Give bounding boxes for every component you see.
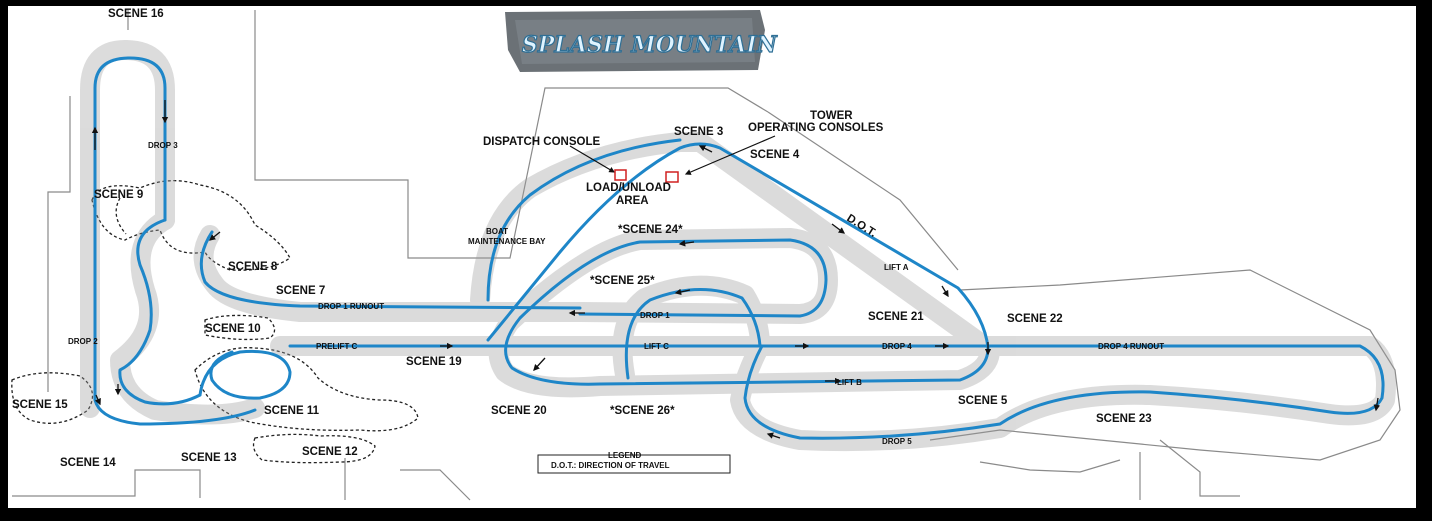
tower-console-marker — [665, 171, 679, 183]
lift-c-label: LIFT C — [644, 342, 669, 351]
scene-11-label: SCENE 11 — [264, 405, 320, 417]
legend-entry: D.O.T.: DIRECTION OF TRAVEL — [551, 461, 670, 470]
building-outlines — [12, 10, 1401, 501]
legend: LEGEND D.O.T.: DIRECTION OF TRAVEL — [537, 451, 731, 474]
direction-arrows — [91, 100, 1381, 439]
scene-21-label: SCENE 21 — [868, 311, 924, 323]
dispatch-console-marker — [614, 169, 627, 181]
scene-23-label: SCENE 23 — [1096, 413, 1152, 425]
map-frame — [8, 6, 1416, 508]
tower-label: TOWER — [810, 110, 853, 122]
scene-25-label: *SCENE 25* — [590, 275, 655, 287]
drop1-track — [504, 238, 828, 386]
boat-label: BOAT — [486, 227, 508, 236]
scene-26-label: *SCENE 26* — [610, 405, 675, 417]
scene-7-label: SCENE 7 — [276, 285, 325, 297]
scene-4-label: SCENE 4 — [750, 149, 800, 161]
legend-title: LEGEND — [608, 451, 642, 460]
drop-4-runout-label: DROP 4 RUNOUT — [1098, 342, 1164, 351]
leader-lines — [569, 135, 776, 175]
drop-5-label: DROP 5 — [882, 437, 912, 446]
prelift-c-label: PRELIFT C — [316, 342, 358, 351]
scene-9-label: SCENE 9 — [94, 189, 143, 201]
scene-3-label: SCENE 3 — [674, 126, 723, 138]
scene-19-label: SCENE 19 — [406, 356, 462, 368]
drop-4-label: DROP 4 — [882, 342, 912, 351]
scene-12-label: SCENE 12 — [302, 446, 358, 458]
scene-15-label: SCENE 15 — [12, 399, 68, 411]
scene-16-label: SCENE 16 — [108, 8, 164, 20]
load-area-label: AREA — [616, 195, 649, 207]
lift-b-label: LIFT B — [837, 378, 862, 387]
scene-10-label: SCENE 10 — [205, 323, 261, 335]
scene9-track — [118, 218, 202, 406]
scene-labels: SCENE 16 SCENE 3 SCENE 4 SCENE 9 SCENE 8… — [12, 8, 1152, 469]
scene-8-label: SCENE 8 — [228, 261, 278, 273]
scene-14-label: SCENE 14 — [60, 457, 116, 469]
drop-1-label: DROP 1 — [640, 311, 670, 320]
scene-24-label: *SCENE 24* — [618, 224, 683, 236]
splash-mountain-logo: SPLASH MOUNTAIN — [505, 10, 778, 72]
lifta-track — [486, 142, 990, 350]
scene-13-label: SCENE 13 — [181, 452, 237, 464]
drop-1-runout-label: DROP 1 RUNOUT — [318, 302, 384, 311]
tower-consoles-label: OPERATING CONSOLES — [748, 122, 884, 134]
dot-label: D.O.T. — [844, 212, 878, 239]
scene-5-label: SCENE 5 — [958, 395, 1008, 407]
load-unload-label: LOAD/UNLOAD — [586, 182, 671, 194]
scene-22-label: SCENE 22 — [1007, 313, 1063, 325]
drop-2-label: DROP 2 — [68, 337, 98, 346]
load-track — [486, 138, 682, 302]
logo-text: SPLASH MOUNTAIN — [522, 32, 778, 58]
scene11-track — [198, 349, 292, 400]
feature-labels: DISPATCH CONSOLE TOWER OPERATING CONSOLE… — [68, 110, 1164, 446]
scene8-track — [199, 230, 582, 310]
scene-20-label: SCENE 20 — [491, 405, 547, 417]
maintenance-bay-label: MAINTENANCE BAY — [468, 237, 546, 246]
dispatch-console-label: DISPATCH CONSOLE — [483, 136, 600, 148]
lift-a-label: LIFT A — [884, 263, 909, 272]
drop-3-label: DROP 3 — [148, 141, 178, 150]
